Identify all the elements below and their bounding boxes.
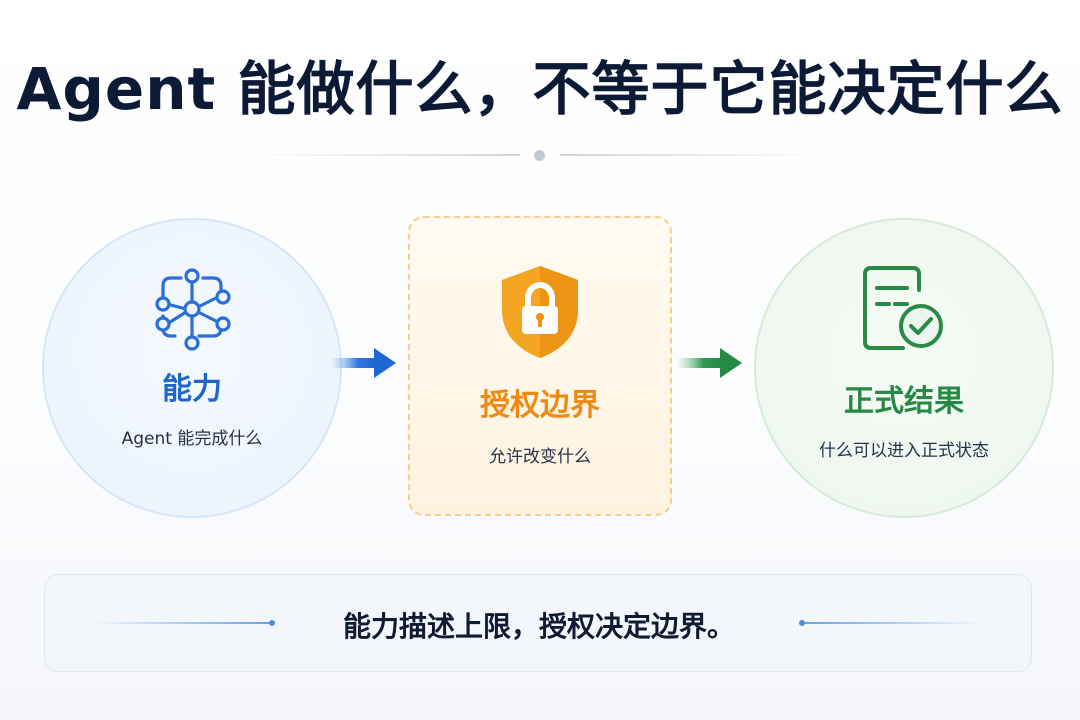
shield-lock-icon [502,266,578,358]
network-nodes-icon [155,268,231,351]
result-heading: 正式结果 [844,384,964,419]
document-check-icon [863,266,943,350]
summary-text: 能力描述上限，授权决定边界。 [342,610,735,643]
divider-line-left [250,154,520,156]
arrow-right-icon [676,348,742,378]
page-title: Agent 能做什么，不等于它能决定什么 [16,55,1064,123]
footer-dot-right [799,620,805,626]
footer-line-right [805,622,981,624]
title-divider [0,148,1080,162]
divider-line-right [560,154,830,156]
arrow-right-icon [330,348,396,378]
footer-dot-left [269,620,275,626]
footer-line-left [93,622,269,624]
capability-heading: 能力 [162,372,222,407]
authorization-node: 授权边界 允许改变什么 [408,216,672,516]
authorization-subtitle: 允许改变什么 [489,447,591,467]
result-subtitle: 什么可以进入正式状态 [819,441,989,461]
capability-subtitle: Agent 能完成什么 [121,429,263,449]
authorization-heading: 授权边界 [480,388,600,423]
divider-dot [534,150,545,161]
capability-node: 能力 Agent 能完成什么 [42,218,342,518]
result-node: 正式结果 什么可以进入正式状态 [754,218,1054,518]
summary-box: 能力描述上限，授权决定边界。 [44,574,1032,672]
